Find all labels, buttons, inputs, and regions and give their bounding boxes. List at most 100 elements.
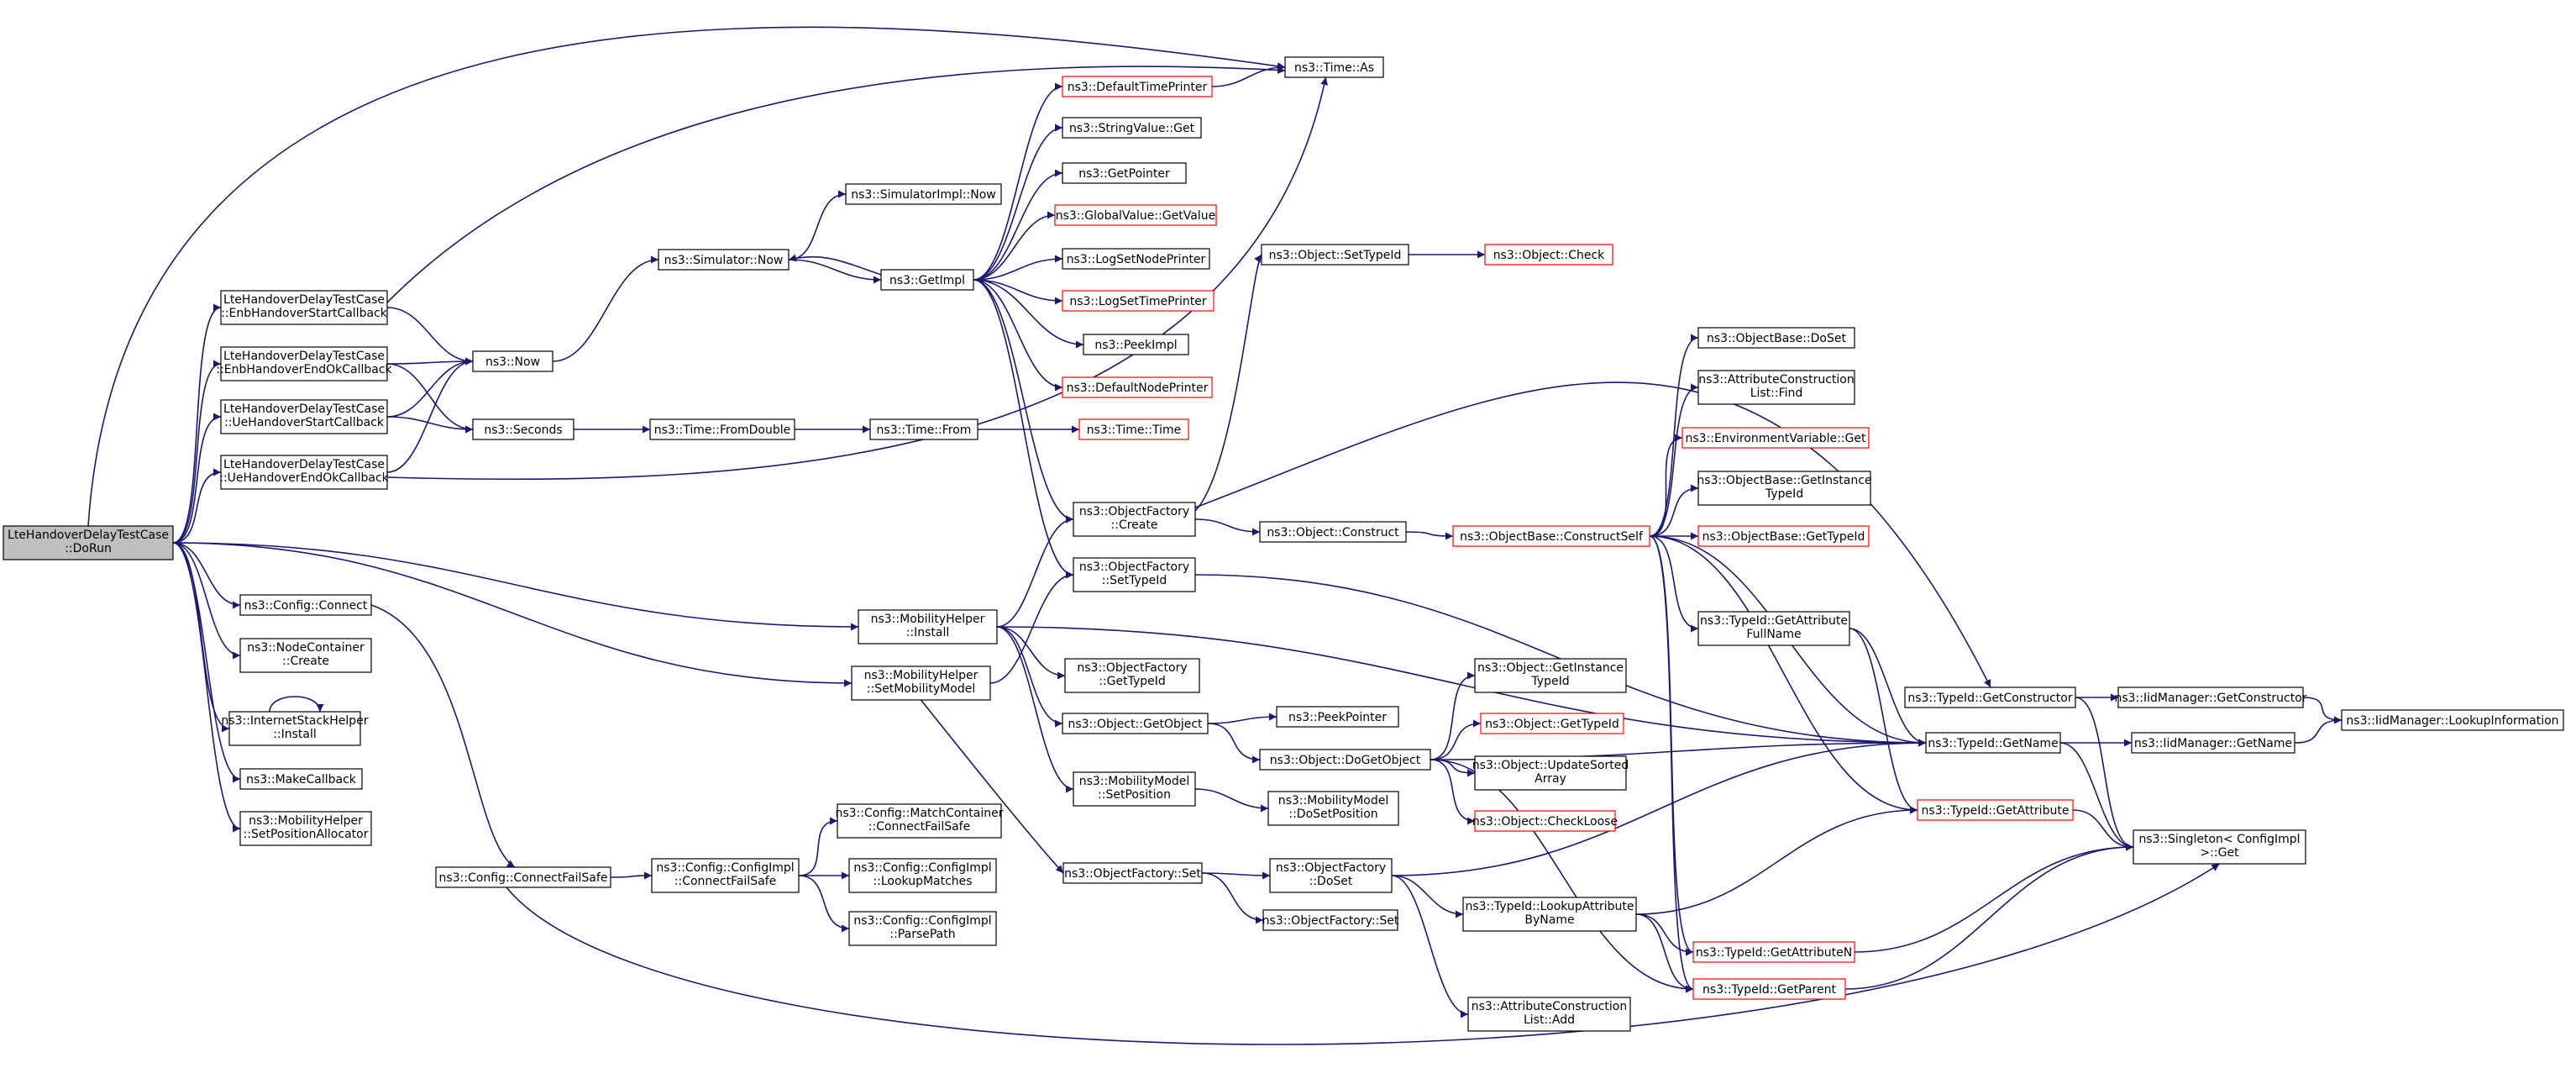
node-envGet[interactable]: ns3::EnvironmentVariable::Get (1681, 427, 1870, 449)
node-enbEnd[interactable]: LteHandoverDelayTestCase::EnbHandoverEnd… (216, 346, 393, 381)
node-makeCb[interactable]: ns3::MakeCallback (239, 768, 363, 790)
node-ofCreate[interactable]: ns3::ObjectFactory::Create (1073, 502, 1196, 537)
node-mmSetPos[interactable]: ns3::MobilityModel::SetPosition (1073, 771, 1196, 807)
node-tidGetAttrN[interactable]: ns3::TypeId::GetAttributeN (1692, 941, 1855, 963)
node-cfgMatch[interactable]: ns3::Config::MatchContainer::ConnectFail… (836, 803, 1004, 839)
edge-mhInstall-to-ofGetTid (996, 626, 1066, 680)
edge-objConstruct-to-obConstruct (1405, 531, 1454, 540)
node-gvGet[interactable]: ns3::GlobalValue::GetValue (1054, 204, 1217, 226)
node-objGetTid[interactable]: ns3::Object::GetTypeId (1480, 713, 1624, 734)
edge-objGetObject-to-objDoGet (1207, 723, 1261, 764)
edge-root-to-makeCb (172, 542, 241, 783)
node-peekImpl[interactable]: ns3::PeekImpl (1083, 334, 1189, 355)
node-tidGetAttr[interactable]: ns3::TypeId::GetAttribute (1917, 799, 2074, 821)
node-cfgImplConnectFS[interactable]: ns3::Config::ConfigImpl::ConnectFailSafe (651, 858, 800, 893)
node-simImplNow[interactable]: ns3::SimulatorImpl::Now (845, 183, 1002, 205)
node-iidLookup[interactable]: ns3::IidManager::LookupInformation (2341, 709, 2564, 731)
edge-root-to-timeAs (87, 26, 1286, 527)
node-timeFrom[interactable]: ns3::Time::From (869, 418, 978, 440)
node-box (1259, 521, 1407, 543)
edge-enbStart-to-timeAs (386, 66, 1286, 303)
node-obConstruct[interactable]: ns3::ObjectBase::ConstructSelf (1452, 525, 1650, 547)
node-box (228, 711, 361, 746)
edge-getImpl-to-logNode (973, 255, 1063, 281)
node-simNow[interactable]: ns3::Simulator::Now (658, 249, 790, 271)
node-fromDouble[interactable]: ns3::Time::FromDouble (649, 418, 795, 440)
node-ueStart[interactable]: LteHandoverDelayTestCase::UeHandoverStar… (220, 399, 388, 434)
node-ofSet2[interactable]: ns3::ObjectFactory::Set (1262, 909, 1399, 931)
node-box (1073, 502, 1196, 537)
node-mmDoSetPos[interactable]: ns3::MobilityModel::DoSetPosition (1267, 791, 1399, 826)
node-tidGetCtor[interactable]: ns3::TypeId::GetConstructor (1904, 687, 2076, 708)
node-strGet[interactable]: ns3::StringValue::Get (1062, 117, 1202, 139)
node-root[interactable]: LteHandoverDelayTestCase::DoRun (3, 525, 174, 560)
node-obGetTid[interactable]: ns3::ObjectBase::GetTypeId (1697, 525, 1870, 547)
node-peekPointer[interactable]: ns3::PeekPointer (1276, 706, 1399, 728)
edge-tidLookupAttr-to-tidGetParent (1635, 913, 1694, 993)
node-defNode[interactable]: ns3::DefaultNodePrinter (1062, 376, 1213, 398)
node-enbStart[interactable]: LteHandoverDelayTestCase::EnbHandoverSta… (220, 290, 388, 325)
node-timeAs[interactable]: ns3::Time::As (1284, 56, 1384, 78)
node-label: LteHandoverDelayTestCase (8, 529, 169, 542)
node-box (1904, 687, 2076, 708)
node-timeTime[interactable]: ns3::Time::Time (1078, 418, 1189, 440)
edge-root-to-mhInstall (172, 542, 859, 631)
node-getImpl[interactable]: ns3::GetImpl (880, 269, 974, 291)
node-ncCreate[interactable]: ns3::NodeContainer::Create (239, 638, 372, 673)
node-mhSetMob[interactable]: ns3::MobilityHelper::SetMobilityModel (851, 666, 991, 701)
node-objConstruct[interactable]: ns3::Object::Construct (1259, 521, 1407, 543)
node-label: ::DoSet (1309, 875, 1353, 888)
node-logTime[interactable]: ns3::LogSetTimePrinter (1062, 290, 1215, 312)
node-objGetObject[interactable]: ns3::Object::GetObject (1062, 713, 1209, 734)
node-objCheck[interactable]: ns3::Object::Check (1484, 244, 1613, 266)
node-cfgLookup[interactable]: ns3::Config::ConfigImpl::LookupMatches (848, 858, 997, 893)
node-box (880, 269, 974, 291)
node-cfgConnectFS[interactable]: ns3::Config::ConnectFailSafe (435, 866, 611, 888)
node-mhInstall[interactable]: ns3::MobilityHelper::Install (858, 609, 998, 644)
node-ofSetTid[interactable]: ns3::ObjectFactory::SetTypeId (1073, 557, 1196, 592)
edge-ofCreate-to-objSetTid (1194, 254, 1262, 512)
node-mhSetPos[interactable]: ns3::MobilityHelper::SetPositionAllocato… (239, 811, 372, 846)
node-getPointer[interactable]: ns3::GetPointer (1062, 162, 1187, 184)
node-iidGetCtor[interactable]: ns3::IidManager::GetConstructor (2114, 687, 2307, 708)
node-objDoGet[interactable]: ns3::Object::DoGetObject (1259, 749, 1431, 771)
node-ofGetTid[interactable]: ns3::ObjectFactory::GetTypeId (1064, 658, 1200, 693)
node-iidGetName[interactable]: ns3::IidManager::GetName (2131, 732, 2295, 754)
node-box (472, 350, 553, 372)
node-now[interactable]: ns3::Now (472, 350, 553, 372)
node-label: TypeId (1530, 675, 1569, 688)
node-tidGetParent[interactable]: ns3::TypeId::GetParent (1692, 978, 1846, 1000)
node-seconds[interactable]: ns3::Seconds (472, 418, 574, 440)
edge-obConstruct-to-envGet (1649, 434, 1683, 537)
node-singleton[interactable]: ns3::Singleton< ConfigImpl>::Get (2133, 829, 2306, 865)
node-label: ns3::MakeCallback (246, 773, 357, 787)
node-box (472, 418, 574, 440)
node-objSetTid[interactable]: ns3::Object::SetTypeId (1261, 244, 1409, 266)
node-obDoSet[interactable]: ns3::ObjectBase::DoSet (1697, 327, 1855, 349)
node-label: ns3::TypeId::GetConstructor (1907, 692, 2072, 705)
node-tidGetName[interactable]: ns3::TypeId::GetName (1925, 732, 2061, 754)
node-ishInstall[interactable]: ns3::InternetStackHelper::Install (221, 711, 369, 746)
node-ofDoSet[interactable]: ns3::ObjectFactory::DoSet (1269, 858, 1393, 893)
node-cfgParse[interactable]: ns3::Config::ConfigImpl::ParsePath (848, 911, 997, 946)
edge-simNow-to-simImplNow (788, 190, 847, 260)
node-box (1062, 290, 1215, 312)
node-cfgConnect[interactable]: ns3::Config::Connect (239, 594, 372, 616)
node-defTime[interactable]: ns3::DefaultTimePrinter (1062, 76, 1213, 97)
node-logNode[interactable]: ns3::LogSetNodePrinter (1062, 248, 1210, 270)
node-label: ns3::Time::Time (1087, 424, 1181, 437)
node-ofSet[interactable]: ns3::ObjectFactory::Set (1062, 862, 1203, 884)
node-box (1267, 791, 1399, 826)
node-objCheckLoose[interactable]: ns3::Object::CheckLoose (1472, 810, 1618, 832)
node-label: ns3::IidManager::GetName (2134, 737, 2292, 750)
node-box (1480, 713, 1624, 734)
node-ueEnd[interactable]: LteHandoverDelayTestCase::UeHandoverEndO… (219, 455, 390, 490)
